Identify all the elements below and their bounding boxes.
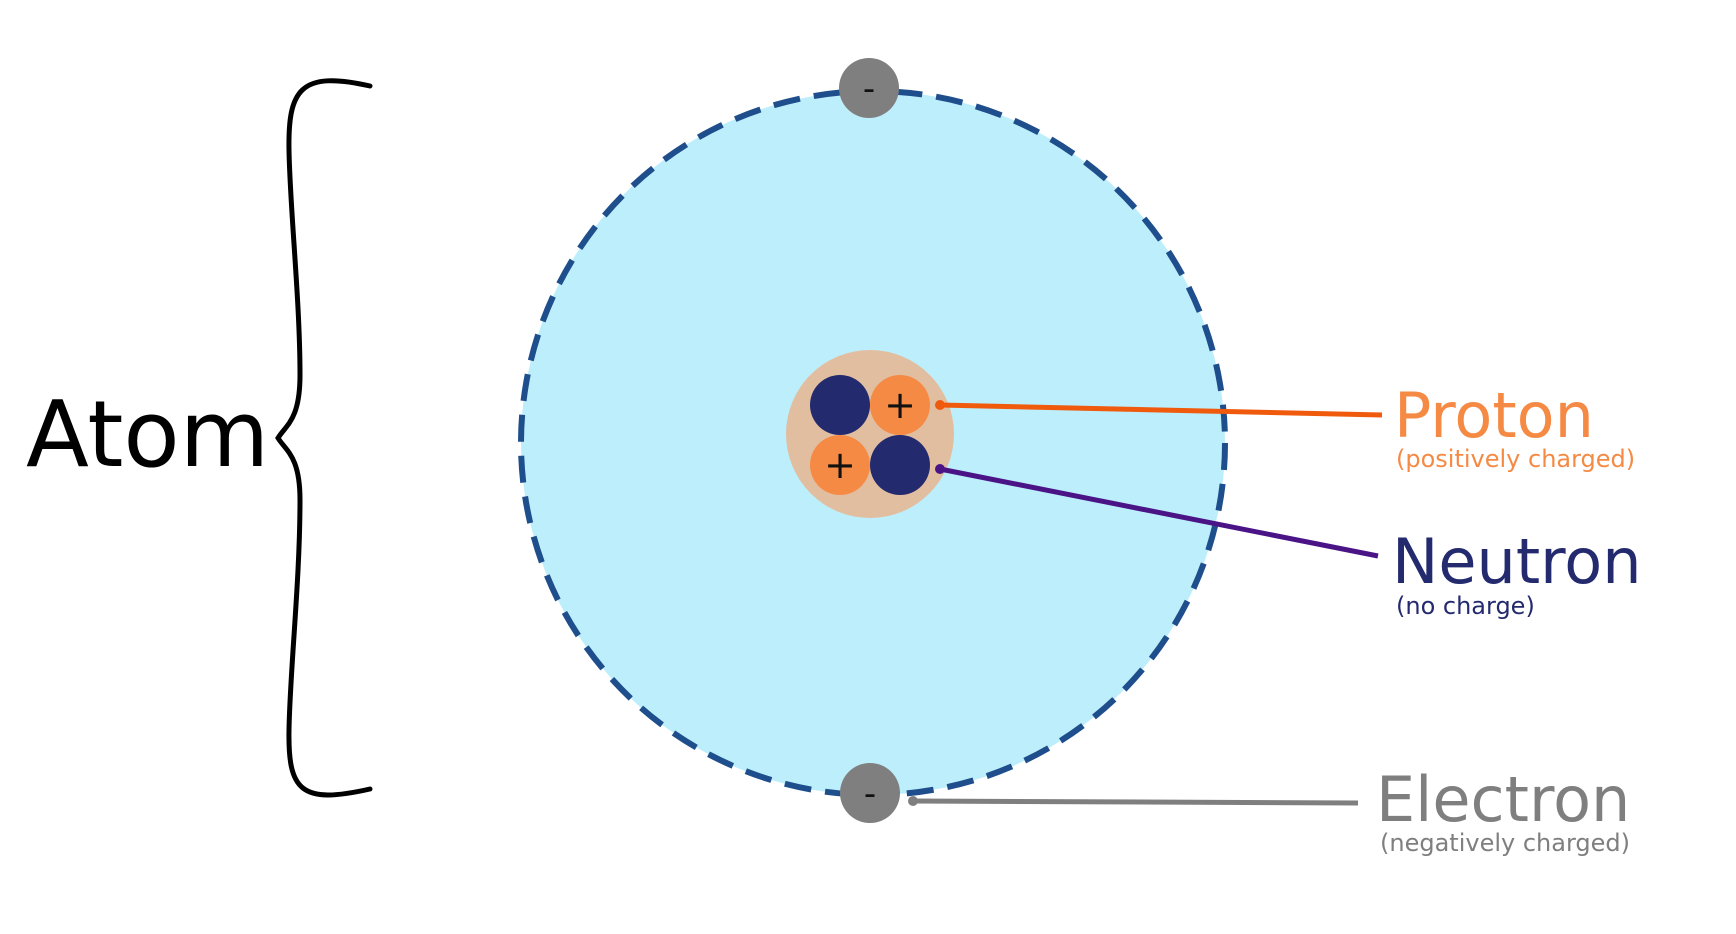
nucleus bbox=[786, 350, 954, 518]
neutron-particle bbox=[810, 375, 870, 435]
neutron-note: (no charge) bbox=[1396, 592, 1535, 620]
neutron-particle bbox=[870, 435, 930, 495]
atom-brace bbox=[275, 78, 373, 798]
electron-leader-dot bbox=[908, 796, 918, 806]
electron-particle bbox=[840, 763, 900, 823]
electron-note: (negatively charged) bbox=[1380, 829, 1630, 857]
proton-particle bbox=[810, 435, 870, 495]
proton-note: (positively charged) bbox=[1396, 445, 1635, 473]
electron-minus-icon: - bbox=[863, 69, 875, 109]
proton-plus-icon: + bbox=[824, 443, 856, 487]
electron-leader-line bbox=[912, 798, 1359, 806]
neutron-leader-line bbox=[939, 466, 1379, 559]
proton-particle bbox=[870, 375, 930, 435]
proton-leader-line bbox=[939, 402, 1383, 418]
proton-leader-dot bbox=[935, 400, 945, 410]
electron-label: Electron bbox=[1376, 763, 1630, 836]
proton-label: Proton bbox=[1394, 379, 1594, 452]
neutron-leader-dot bbox=[935, 464, 945, 474]
electron-minus-icon: - bbox=[864, 774, 876, 814]
proton-plus-icon: + bbox=[884, 383, 916, 427]
electron-particle bbox=[839, 58, 899, 118]
atom-label: Atom bbox=[26, 381, 269, 488]
neutron-label: Neutron bbox=[1392, 525, 1641, 598]
